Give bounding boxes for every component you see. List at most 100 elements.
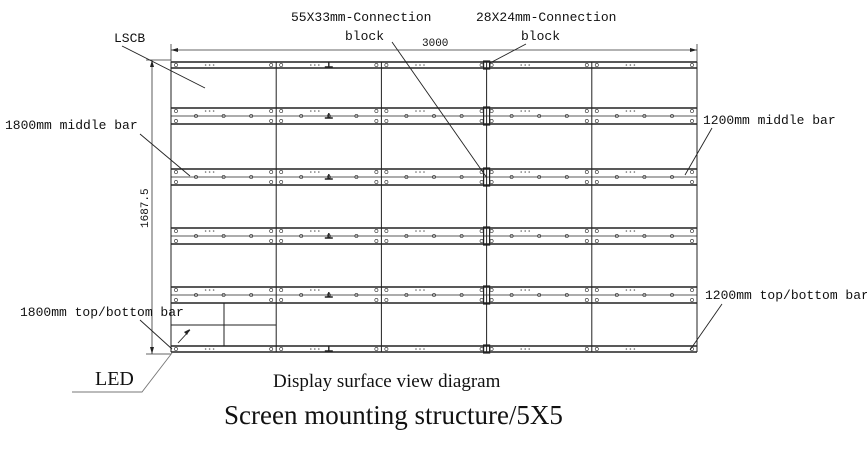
bolt-hole	[269, 119, 274, 123]
hole-dot	[212, 289, 215, 291]
center-marker	[324, 113, 333, 119]
mount-hole	[564, 175, 569, 179]
conn55-label-line2: block	[345, 29, 384, 44]
bolt-hole	[269, 298, 274, 302]
hole-dot	[208, 171, 211, 173]
center-marker	[324, 346, 333, 352]
arrowhead	[690, 48, 697, 52]
bolt-hole	[594, 229, 599, 233]
hole-dot	[310, 348, 312, 350]
hole-dot	[633, 171, 636, 173]
hole-dot	[310, 110, 312, 112]
hole-dot	[629, 289, 632, 291]
conn28-leader	[489, 43, 527, 64]
hole-dot	[415, 348, 417, 350]
hole-dot	[415, 230, 417, 232]
hole-dot	[204, 171, 207, 173]
hole-dot	[520, 110, 522, 112]
mount-hole	[432, 175, 436, 179]
hole-dot	[318, 171, 320, 173]
bolt-hole	[594, 109, 599, 113]
mount-hole	[459, 175, 464, 179]
bolt-hole	[594, 170, 599, 174]
bolt-hole	[690, 239, 694, 243]
mount-hole	[642, 175, 647, 179]
bolt-hole	[279, 109, 284, 113]
led-leader	[72, 352, 173, 393]
hole-dot	[633, 348, 636, 350]
bolt-hole	[690, 170, 694, 174]
width-dimension-value: 3000	[422, 38, 448, 50]
hole-dot	[625, 230, 628, 232]
hole-dot	[415, 64, 417, 66]
bolt-hole	[384, 119, 389, 123]
hole-dot	[625, 348, 628, 350]
bolt-hole	[279, 229, 284, 233]
bolt-hole	[174, 180, 178, 184]
hole-dot	[633, 289, 636, 291]
mount-hole	[299, 293, 304, 297]
center-marker	[324, 292, 333, 298]
hole-dot	[212, 348, 215, 350]
bolt-hole	[489, 229, 494, 233]
hole-dot	[625, 110, 628, 112]
bolt-hole	[584, 170, 589, 174]
arrowhead	[150, 347, 154, 354]
arrowheads	[150, 48, 697, 354]
bolt-hole	[374, 109, 379, 113]
hole-dot	[629, 230, 632, 232]
bolt-hole	[384, 180, 389, 184]
hole-dot	[212, 64, 215, 66]
mid1800-label: 1800mm middle bar	[5, 118, 138, 133]
bolt-hole	[479, 288, 484, 292]
mount-hole	[537, 234, 542, 238]
bolt-hole	[690, 288, 694, 292]
hole-dot	[524, 230, 526, 232]
hole-dot	[419, 110, 421, 112]
hole-dot	[212, 230, 215, 232]
center-marker	[324, 233, 333, 239]
bolt-hole	[489, 170, 494, 174]
hole-dot	[318, 110, 320, 112]
connection-block	[483, 226, 491, 246]
mount-hole	[221, 293, 226, 297]
bolt-hole	[489, 119, 494, 123]
hole-dot	[314, 110, 316, 112]
bolt-hole	[374, 288, 379, 292]
hole-dot	[633, 64, 636, 66]
bolt-hole	[690, 119, 694, 123]
mount-hole	[670, 175, 674, 179]
hole-dot	[625, 64, 628, 66]
hole-dot	[419, 289, 421, 291]
mount-hole	[670, 293, 674, 297]
conn28-label: 28X24mm-Connection	[476, 10, 616, 25]
mount-hole	[299, 175, 304, 179]
mid1200-leader	[684, 127, 713, 176]
hole-dot	[419, 64, 421, 66]
diagram-title: Screen mounting structure/5X5	[224, 400, 563, 430]
connection-block	[483, 344, 491, 354]
bolt-hole	[384, 229, 389, 233]
hole-dot	[528, 171, 530, 173]
arrowhead	[184, 329, 190, 335]
mount-hole	[537, 175, 542, 179]
tb1800-label: 1800mm top/bottom bar	[20, 305, 184, 320]
mount-hole	[221, 234, 226, 238]
hole-dot	[204, 230, 207, 232]
hole-dot	[629, 110, 632, 112]
mount-hole	[642, 114, 647, 118]
hole-dot	[212, 171, 215, 173]
hole-dot	[314, 348, 316, 350]
mount-hole	[432, 293, 436, 297]
bolt-hole	[690, 298, 694, 302]
hole-dot	[524, 64, 526, 66]
bolt-hole	[479, 63, 484, 67]
mount-hole	[249, 293, 254, 297]
bolt-hole	[269, 347, 274, 351]
bolt-hole	[584, 239, 589, 243]
bolt-hole	[690, 229, 694, 233]
bolt-hole	[594, 180, 599, 184]
bolt-hole	[584, 347, 589, 351]
hole-dot	[423, 289, 425, 291]
